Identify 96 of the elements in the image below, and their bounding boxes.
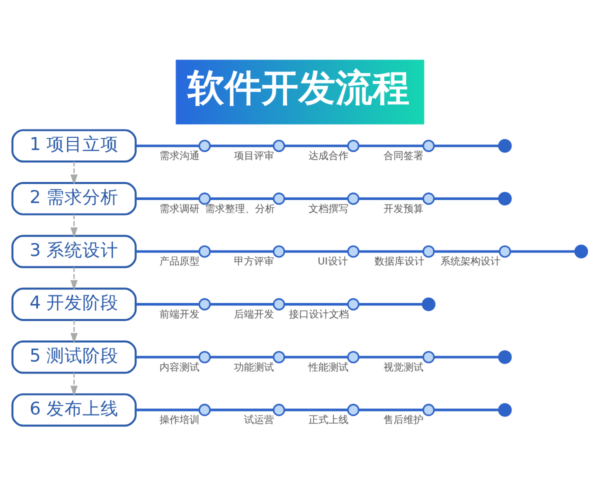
node-label: 文档撰写: [308, 204, 348, 215]
arrow: [70, 162, 78, 185]
node-circle: [498, 403, 512, 417]
connector: [136, 250, 200, 253]
node-label: 性能测试: [308, 362, 348, 374]
node-box: 3 系统设计: [11, 234, 137, 268]
connector: [210, 144, 274, 148]
node-label: 后端开发: [234, 310, 274, 321]
connector: [210, 250, 274, 253]
connector: [359, 408, 424, 412]
node-label: 项目评审: [234, 151, 274, 162]
node-circle: [272, 404, 286, 416]
node-circle: [272, 245, 286, 258]
connector: [210, 408, 274, 412]
connector: [136, 408, 200, 412]
connector: [284, 144, 348, 148]
node-circle: [498, 192, 512, 206]
connector: [284, 408, 348, 412]
arrow: [70, 372, 78, 396]
node-circle: [347, 192, 360, 205]
node-circle: [347, 350, 360, 364]
node-label: 产品原型: [160, 256, 200, 268]
node-box: 1 项目立项: [11, 129, 137, 162]
node-circle: [422, 192, 435, 205]
arrow: [70, 320, 78, 344]
node-circle: [498, 139, 512, 153]
node-circle: [498, 350, 512, 364]
node-circle: [272, 192, 286, 205]
node-label: 接口设计文档: [289, 310, 350, 321]
node-circle: [422, 404, 435, 416]
node-circle: [574, 244, 588, 258]
connector: [359, 356, 424, 358]
connector: [359, 197, 424, 200]
node-box: 5 测试阶段: [11, 340, 137, 374]
connector: [136, 356, 200, 358]
connector: [136, 144, 200, 148]
connector: [359, 250, 424, 253]
connector: [284, 356, 348, 358]
connector: [136, 303, 200, 306]
node-label: 需求调研: [160, 204, 200, 215]
connector: [510, 250, 575, 253]
connector: [284, 250, 348, 253]
node-box: 6 发布上线: [11, 393, 137, 427]
node-circle: [347, 404, 360, 416]
connector: [434, 144, 498, 148]
connector: [359, 144, 424, 148]
node-label: 达成合作: [308, 151, 348, 162]
node-label: 功能测试: [234, 362, 274, 374]
connector: [210, 197, 274, 200]
connector: [210, 303, 274, 306]
node-circle: [347, 140, 360, 152]
connector: [359, 303, 422, 306]
node-label: 操作培训: [160, 415, 200, 426]
node-label: 试运营: [244, 415, 274, 426]
node-circle: [198, 404, 211, 416]
node-circle: [272, 298, 286, 310]
node-box: 2 需求分析: [11, 182, 137, 216]
node-circle: [347, 298, 360, 310]
diagram-title: 软件开发流程: [188, 66, 410, 110]
node-circle: [198, 298, 211, 310]
node-label: 需求整理、分析: [204, 204, 275, 215]
node-box: 4 开发阶段: [11, 288, 137, 321]
connector: [284, 303, 348, 306]
arrow: [70, 214, 78, 238]
node-circle: [422, 245, 435, 258]
node-label: 内容测试: [160, 362, 200, 374]
node-label: 甲方评审: [234, 256, 274, 268]
node-circle: [422, 140, 435, 152]
node-circle: [422, 350, 435, 364]
connector: [284, 197, 348, 200]
node-label: 视觉测试: [384, 362, 424, 374]
node-circle: [272, 140, 286, 152]
node-label: 开发预算: [384, 204, 424, 215]
connector: [136, 197, 200, 200]
node-circle: [198, 192, 211, 205]
arrow: [70, 267, 78, 291]
node-label: 数据库设计: [374, 256, 424, 268]
node-circle: [498, 245, 512, 258]
connector: [434, 356, 498, 358]
node-circle: [198, 350, 211, 364]
node-circle: [198, 140, 211, 152]
connector: [434, 250, 500, 253]
connector: [434, 197, 498, 200]
node-label: 前端开发: [160, 310, 200, 321]
connector: [434, 408, 498, 412]
node-label: 系统架构设计: [440, 256, 501, 268]
node-circle: [198, 245, 211, 258]
node-circle: [272, 350, 286, 364]
node-label: 正式上线: [308, 415, 348, 426]
connector: [210, 356, 274, 358]
node-label: UI设计: [318, 256, 348, 268]
node-label: 合同签署: [384, 151, 424, 162]
node-circle: [347, 245, 360, 258]
node-label: 售后维护: [384, 415, 424, 426]
node-circle: [422, 297, 436, 312]
node-label: 需求沟通: [160, 151, 200, 162]
